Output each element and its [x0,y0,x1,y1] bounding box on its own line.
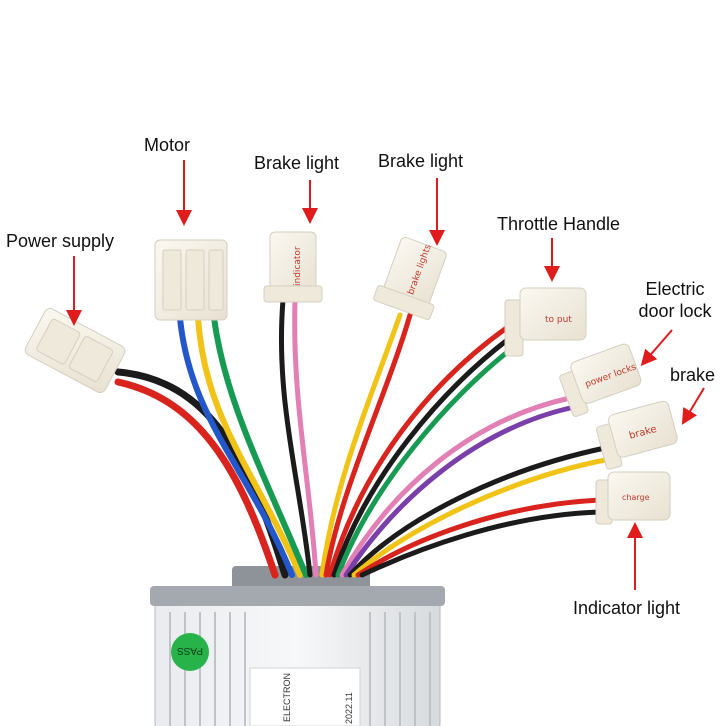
label-indicator-light: Indicator light [573,598,681,618]
wire-brakelight1-black [278,297,313,578]
wire-charge-red [355,497,603,578]
arrow-down-icon [640,329,673,367]
wire-doorlock-purple [343,405,573,578]
connector-text-charge: charge [622,493,650,502]
wire-power-red [114,378,279,579]
wire-throttle-green [335,343,518,578]
connector-brake-light-1: indicator [263,231,323,303]
connector-brake-light-2: brake lights [373,236,447,320]
wire-brake-yellow [351,457,608,578]
wire-brakelight2-yellow [319,312,403,578]
label-brake-light-1: Brake light [254,153,340,173]
wire-motor-yellow [195,315,303,578]
controller-label-text-2: 2022.11 [344,692,354,724]
connector-text-to-put: to put [545,315,572,325]
label-electric-door-lock: Electric door lock [630,278,720,322]
controller-box: ELECTRON 2022.11 PASS [150,566,445,726]
wire-motor-blue [177,315,295,578]
arrows [66,160,705,590]
wire-doorlock-pink [339,395,573,578]
heat-fins [169,612,431,726]
wire-brakelight2-red [323,312,413,578]
connector-motor [154,239,228,321]
connector-power-supply [24,308,126,393]
label-motor: Motor [144,135,191,155]
pass-sticker-text: PASS [177,645,203,656]
label-throttle-handle: Throttle Handle [497,214,621,234]
label-power-supply: Power supply [6,231,115,251]
wires [114,297,608,579]
wire-brakelight1-pink [292,297,319,578]
controller-lid [150,586,445,606]
label-brake: brake [670,365,716,385]
wire-charge-black [359,509,603,578]
wire-brake-black [347,445,608,578]
connector-brake: brake [595,400,678,470]
label-electric-door-lock-line1: Electric [645,279,705,299]
connector-charge: charge [595,471,671,525]
connector-text-indicator: indicator [293,246,303,286]
label-electric-door-lock-line2: door lock [638,301,712,321]
connector-throttle: to put [504,287,587,357]
wire-throttle-red [327,319,518,578]
wire-throttle-black [331,331,518,578]
controller-label-sticker [249,667,361,726]
pass-sticker [171,633,209,671]
controller-label-text-1: ELECTRON [282,673,292,722]
wire-motor-green [211,315,309,578]
label-brake-light-2: Brake light [378,151,464,171]
connector-door-lock: power locks [559,343,642,417]
arrow-down-icon [681,387,705,425]
